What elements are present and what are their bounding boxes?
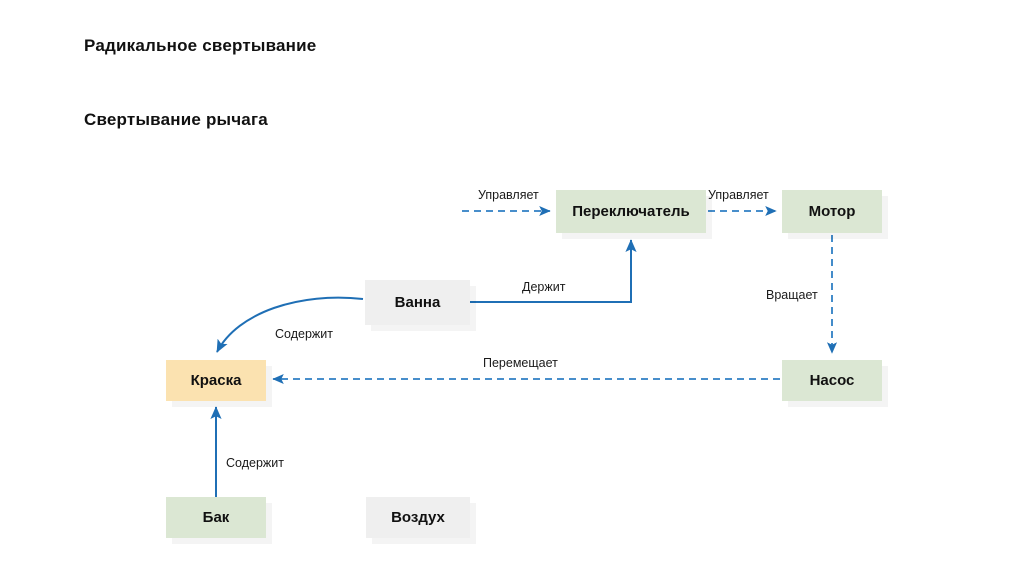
node-label: Бак <box>202 509 230 526</box>
node-air[interactable]: Воздух <box>366 497 470 538</box>
edge-label-bath-switch: Держит <box>522 280 566 294</box>
section-title: Свертывание рычага <box>84 110 268 129</box>
edge-label-pump-paint: Перемещает <box>483 356 558 370</box>
node-motor[interactable]: Мотор <box>782 190 882 233</box>
edge-label-tank-paint: Содержит <box>226 456 284 470</box>
edge-label-control-switch: Управляет <box>478 188 539 202</box>
node-bath[interactable]: Ванна <box>365 280 470 325</box>
node-tank[interactable]: Бак <box>166 497 266 538</box>
node-paint[interactable]: Краска <box>166 360 266 401</box>
node-label: Ванна <box>394 294 441 311</box>
node-pump[interactable]: Насос <box>782 360 882 401</box>
node-label: Насос <box>809 372 855 389</box>
page-title: Радикальное свертывание <box>84 36 317 55</box>
edge-label-switch-motor: Управляет <box>708 188 769 202</box>
node-switch[interactable]: Переключатель <box>556 190 706 233</box>
node-label: Мотор <box>808 203 856 220</box>
node-label: Переключатель <box>572 203 690 220</box>
node-label: Краска <box>190 372 242 389</box>
edge-label-bath-paint: Содержит <box>275 327 333 341</box>
node-label: Воздух <box>391 509 445 526</box>
edge-bath-paint <box>216 296 364 353</box>
edge-label-motor-pump: Вращает <box>766 288 818 302</box>
